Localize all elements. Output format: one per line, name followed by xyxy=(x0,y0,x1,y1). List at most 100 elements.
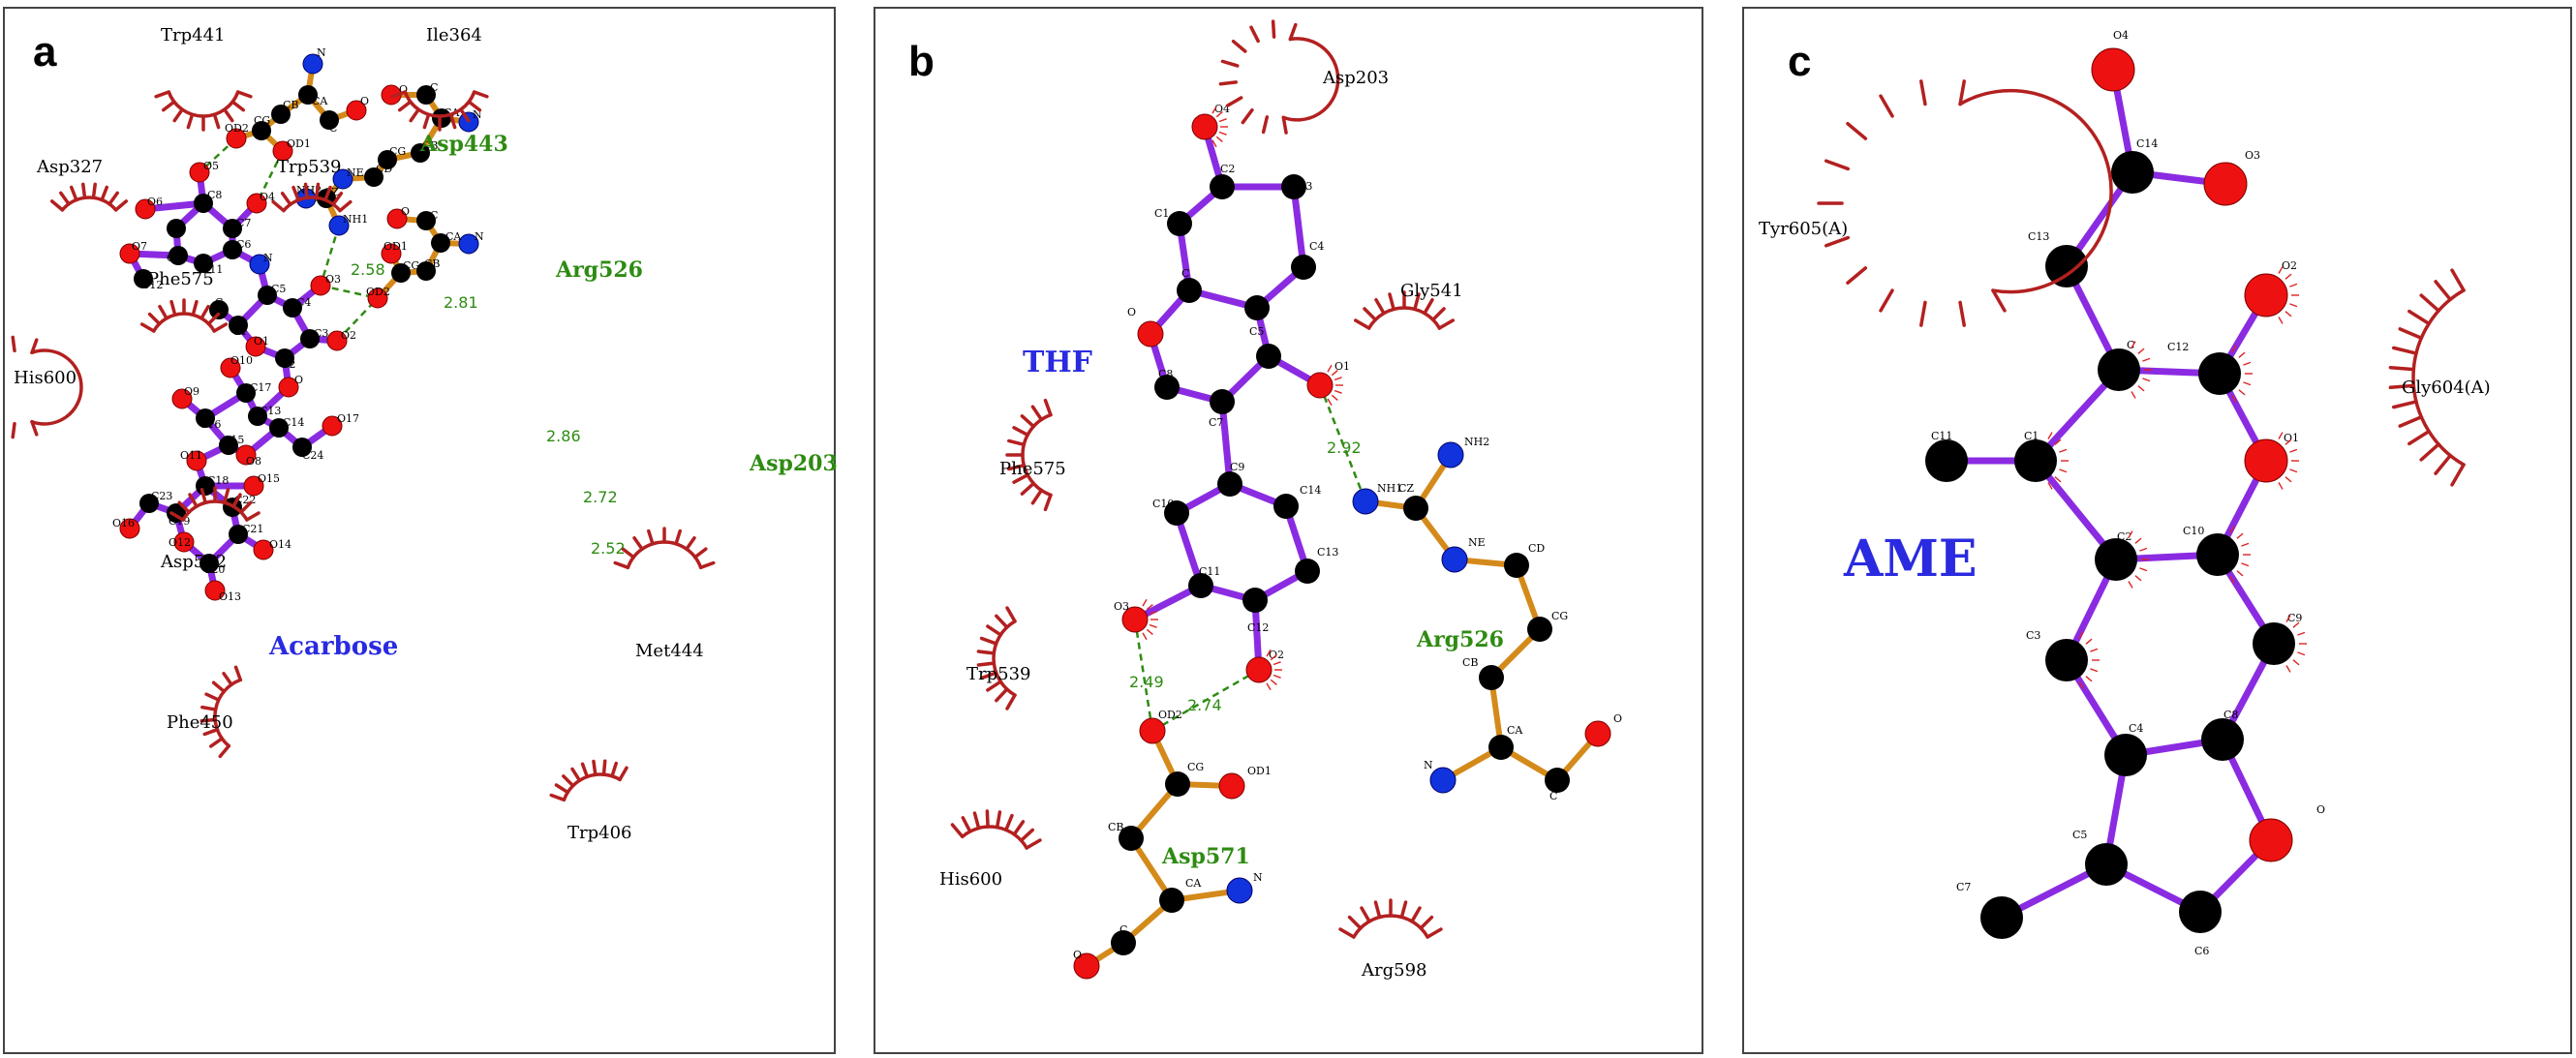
atom-label: C11 xyxy=(1199,565,1220,578)
hbond-distance: 2.58 xyxy=(351,260,385,279)
atom-label: N xyxy=(475,230,484,243)
atom-o xyxy=(381,243,402,264)
atom-c xyxy=(271,105,291,124)
hbond-distance: 2.52 xyxy=(591,539,626,558)
atom-o xyxy=(1306,372,1334,399)
atom-o xyxy=(1139,717,1166,744)
atom-label: C12 xyxy=(1247,621,1269,634)
atom-o xyxy=(346,100,367,121)
hydrophobic-contact-icon xyxy=(549,759,629,802)
atom-label: O xyxy=(2316,803,2325,816)
atom-label: C xyxy=(329,122,337,135)
atom-c xyxy=(2198,352,2241,395)
atom-label: C10 xyxy=(167,252,188,264)
atom-label: CG xyxy=(254,114,270,127)
atom-label: CD xyxy=(376,163,392,175)
atom-c xyxy=(2098,348,2140,391)
atom-c xyxy=(2196,533,2239,576)
atom-label: O2 xyxy=(2282,259,2297,272)
atom-c xyxy=(275,348,294,368)
atom-contact-marker xyxy=(2229,526,2251,584)
atom-label: C2 xyxy=(281,358,295,371)
atom-label: O4 xyxy=(260,191,275,203)
atom-label: C xyxy=(2127,339,2134,351)
atom-contact-marker xyxy=(1266,649,1282,691)
atom-c xyxy=(1527,617,1552,642)
atom-contact-marker xyxy=(1142,598,1158,641)
atom-label: C3 xyxy=(2026,629,2040,642)
atom-o xyxy=(226,128,247,149)
atom-c xyxy=(1154,375,1180,400)
atom-label: C xyxy=(215,296,223,309)
atom-label: C13 xyxy=(1317,546,1338,559)
atom-label: C4 xyxy=(296,296,311,309)
atom-c xyxy=(416,211,436,230)
atom-label: C11 xyxy=(201,263,223,276)
atom-label: C8 xyxy=(207,189,222,201)
atom-c xyxy=(1167,211,1192,236)
atom-label: C6 xyxy=(236,238,251,251)
atom-c xyxy=(2179,891,2222,933)
atom-c xyxy=(1488,735,1514,760)
atom-label: OD1 xyxy=(383,240,408,253)
hbond-distance: 2.92 xyxy=(1327,438,1362,457)
atom-label: O xyxy=(1613,712,1622,725)
atom-o xyxy=(2249,818,2293,862)
atom-c xyxy=(320,110,339,130)
atom-label: C11 xyxy=(1931,430,1952,442)
atom-label: O1 xyxy=(254,335,269,348)
atom-c xyxy=(169,246,188,265)
residue-asp571-b: Asp571 xyxy=(1161,844,1250,869)
atom-c xyxy=(167,219,186,238)
atom-label: O4 xyxy=(2113,29,2129,42)
atom-label: C5 xyxy=(271,283,286,295)
atom-c xyxy=(2111,151,2154,194)
atom-label: C14 xyxy=(283,416,304,429)
atom-label: C4 xyxy=(1309,240,1324,253)
atom-o xyxy=(1218,772,1245,800)
atom-c xyxy=(1504,553,1529,578)
atom-label: O9 xyxy=(184,385,199,398)
atom-label: N xyxy=(1253,871,1263,884)
atom-o xyxy=(1245,656,1273,683)
hydrophobic-contact-icon xyxy=(1218,19,1340,135)
atom-c xyxy=(1177,278,1202,303)
hydrophobic-contact-icon xyxy=(950,809,1042,850)
atom-label: O11 xyxy=(180,449,202,462)
atom-c xyxy=(1980,896,2023,939)
atom-label: C15 xyxy=(223,434,244,446)
atom-o xyxy=(171,388,193,409)
panel-c-label: c xyxy=(1788,38,1811,85)
atom-label: C2 xyxy=(2117,530,2131,543)
atom-contact-marker xyxy=(1211,106,1228,148)
atom-c xyxy=(364,167,383,187)
atom-contact-marker xyxy=(2278,266,2299,324)
atom-c xyxy=(229,316,248,335)
residue-trp539-a: Trp539 xyxy=(277,157,342,177)
atom-label: NH1 xyxy=(1377,482,1402,495)
atom-o xyxy=(253,539,274,560)
atom-n xyxy=(1441,546,1468,573)
atom-o xyxy=(245,336,266,357)
atom-label: C16 xyxy=(199,418,221,431)
atom-label: CG xyxy=(1551,610,1568,622)
atom-label: O15 xyxy=(258,472,280,485)
atom-label: C xyxy=(1119,923,1127,936)
atom-label: O3 xyxy=(325,273,341,286)
atom-label: O7 xyxy=(132,240,147,253)
atom-o xyxy=(272,140,293,162)
hbond-distance: 2.72 xyxy=(583,488,618,506)
panel-a-frame xyxy=(3,7,836,1054)
residue-trp441: Trp441 xyxy=(161,25,226,45)
atom-c xyxy=(2045,639,2088,681)
atom-label: O4 xyxy=(1214,103,1230,115)
atom-label: C1 xyxy=(232,325,247,338)
atom-o xyxy=(326,330,348,351)
atom-c xyxy=(139,494,159,513)
atom-label: C18 xyxy=(207,474,229,487)
panel-a-label: a xyxy=(33,28,57,76)
atom-label: O xyxy=(401,205,410,218)
hydrophobic-contact-icon xyxy=(613,527,716,570)
residue-gly604: Gly604(A) xyxy=(2402,378,2491,398)
